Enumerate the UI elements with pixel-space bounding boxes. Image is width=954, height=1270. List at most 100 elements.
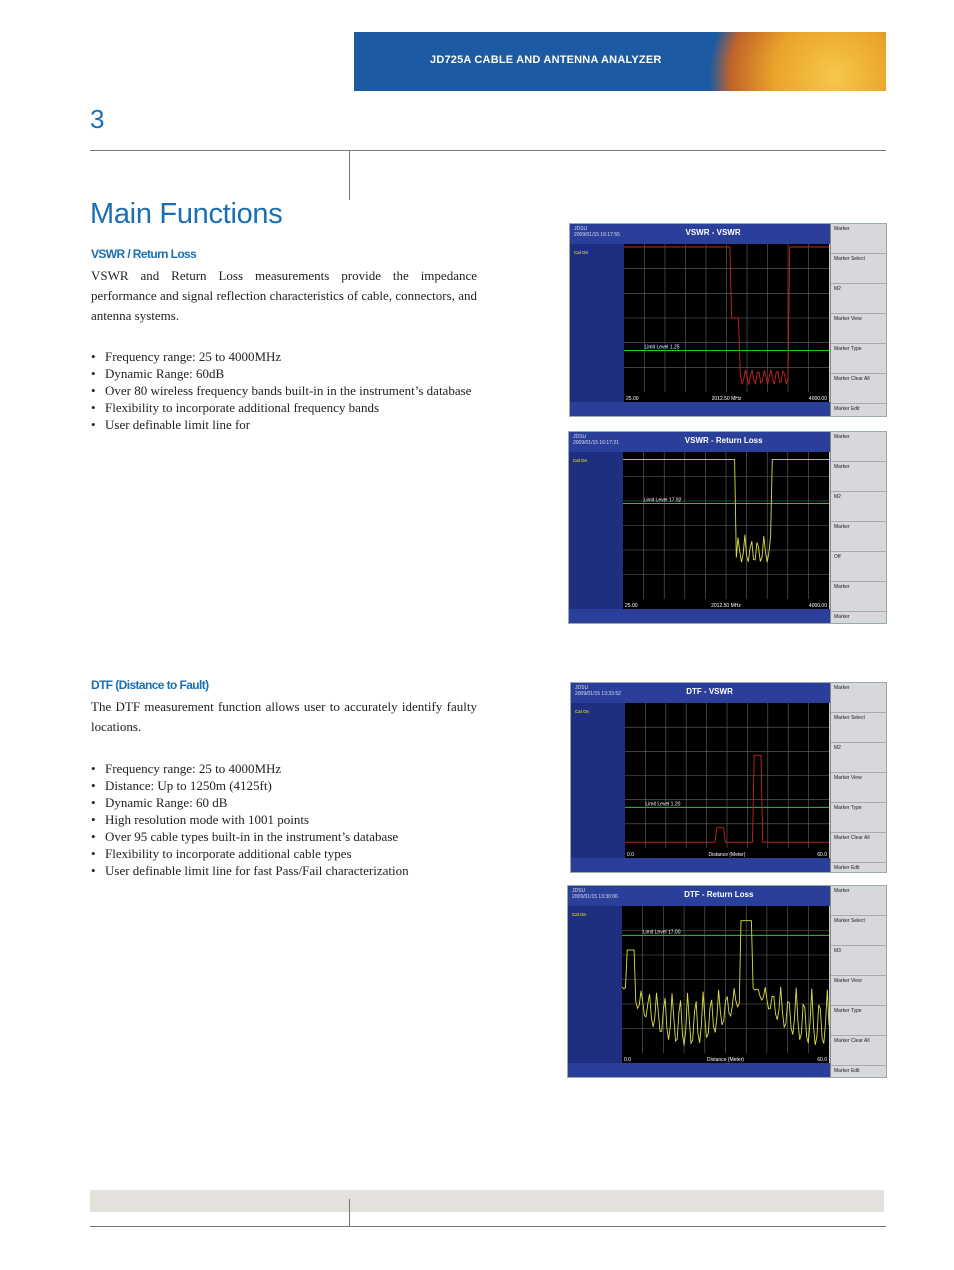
softkey-label: M2 [831,743,886,773]
softkey-label: Marker Type [831,803,886,833]
screen-left-panel: Cal On [571,703,625,858]
x-axis-tick-label: 25.00 [626,396,639,402]
softkey-label: Marker Edit [831,404,886,416]
x-axis-tick-label: 4000.00 [809,396,827,402]
limit-label: Limit Level 1.25 [645,345,680,351]
page-number: 3 [90,104,105,134]
softkey-label: Marker [831,683,886,713]
vswr-bullet-list: Frequency range: 25 to 4000MHz Dynamic R… [91,348,481,433]
list-item: User definable limit line for fast Pass/… [91,862,481,879]
banner-title: JD725A CABLE AND ANTENNA ANALYZER [430,54,662,66]
header-divider [90,150,886,151]
screen-info-label: Cal On [572,912,587,917]
page-title: Main Functions [90,198,283,230]
x-axis-tick-label: 0.0 [624,1057,631,1063]
screen-info-label: Cal On [574,250,589,255]
header-banner: JD725A CABLE AND ANTENNA ANALYZER [354,32,886,91]
screen-bottom-bar [569,609,831,623]
header-vertical-divider [349,150,350,200]
timestamp-label: 2009/01/15 13:33:52 [575,691,621,697]
timestamp-label: 2009/01/15 16:17:55 [574,232,620,238]
softkey-label: Marker Clear All [831,1036,886,1066]
screen-plot-area: Limit Level 17.00 0.0 Distance (Meter) 60.0 [622,906,829,1063]
softkey-label: Marker Clear All [831,833,886,863]
banner-graphic [696,32,886,91]
measurement-trace [624,246,829,386]
x-axis-tick-label: Distance (Meter) [709,852,746,858]
dtf-bullet-list: Frequency range: 25 to 4000MHz Distance:… [91,760,481,879]
screen-info-label: Cal On [573,458,588,463]
x-axis-tick-label: 4000.00 [809,603,827,609]
softkey-label: Marker View [831,976,886,1006]
vswr-paragraph: VSWR and Return Loss measurements provid… [91,268,477,323]
x-axis-tick-label: 60.0 [817,852,827,858]
x-axis-tick-label: 2012.50 MHz [712,396,742,402]
softkey-label: Marker [831,522,886,552]
softkey-label: Marker [831,224,886,254]
measurement-trace [622,920,829,1046]
screen-bottom-bar [570,402,831,416]
screen-plot-area: Limit Level 1.25 25.00 2012.50 MHz 4000.00 [624,244,829,402]
dtf-heading: DTF (Distance to Fault) [91,678,209,692]
x-axis-tick-label: Distance (Meter) [707,1057,744,1063]
screen-title: DTF - VSWR [686,687,733,696]
softkey-label: Marker Type [831,344,886,374]
list-item: Frequency range: 25 to 4000MHz [91,760,481,777]
softkey-label: Marker Type [831,1006,886,1036]
footer-vertical-divider [349,1199,350,1226]
measurement-trace [623,458,829,563]
list-item: User definable limit line for [91,416,481,433]
list-item: Flexibility to incorporate additional ca… [91,845,481,862]
list-item: Over 80 wireless frequency bands built-i… [91,382,481,399]
brand-label: JDSU [575,685,589,691]
list-item: Dynamic Range: 60 dB [91,794,481,811]
list-item: Distance: Up to 1250m (4125ft) [91,777,481,794]
x-axis-tick-label: 25.00 [625,603,638,609]
softkey-label: Marker View [831,773,886,803]
dtf-paragraph: The DTF measurement function allows user… [91,699,477,734]
footer-bar [90,1190,884,1212]
softkey-label: Marker Select [831,916,886,946]
screen-title: DTF - Return Loss [684,890,754,899]
softkey-label: Marker Select [831,713,886,743]
timestamp-label: 2009/01/15 16:17:21 [573,440,619,446]
softkey-label: M2 [831,284,886,314]
softkey-label: Marker [831,432,886,462]
softkey-label: M3 [831,946,886,976]
timestamp-label: 2009/01/15 13:30:06 [572,894,618,900]
screen-softkey-panel: MarkerMarkerM2MarkerOffMarkerMarkerMarke… [830,432,886,623]
x-axis-tick-label: 60.0 [817,1057,827,1063]
footer-divider [90,1226,886,1227]
x-axis-tick-label: 2012.50 MHz [711,603,741,609]
softkey-label: Marker [831,612,886,623]
limit-label: Limit Level 1.20 [645,801,680,807]
screen-plot-svg: Limit Level 1.25 25.00 2012.50 MHz 4000.00 [624,244,829,402]
brand-label: JDSU [574,226,588,232]
vswr-heading: VSWR / Return Loss [91,247,197,261]
softkey-label: Marker [831,462,886,492]
softkey-label: M2 [831,492,886,522]
screen-left-panel: Cal On [569,452,623,609]
list-item: Dynamic Range: 60dB [91,365,481,382]
softkey-label: Marker Edit [831,1066,886,1077]
limit-label: Limit Level 17.00 [643,929,681,935]
screen-plot-svg: Limit Level 17.00 0.0 Distance (Meter) 60.0 [622,906,829,1063]
softkey-label: Marker Edit [831,863,886,872]
softkey-label: Marker View [831,314,886,344]
